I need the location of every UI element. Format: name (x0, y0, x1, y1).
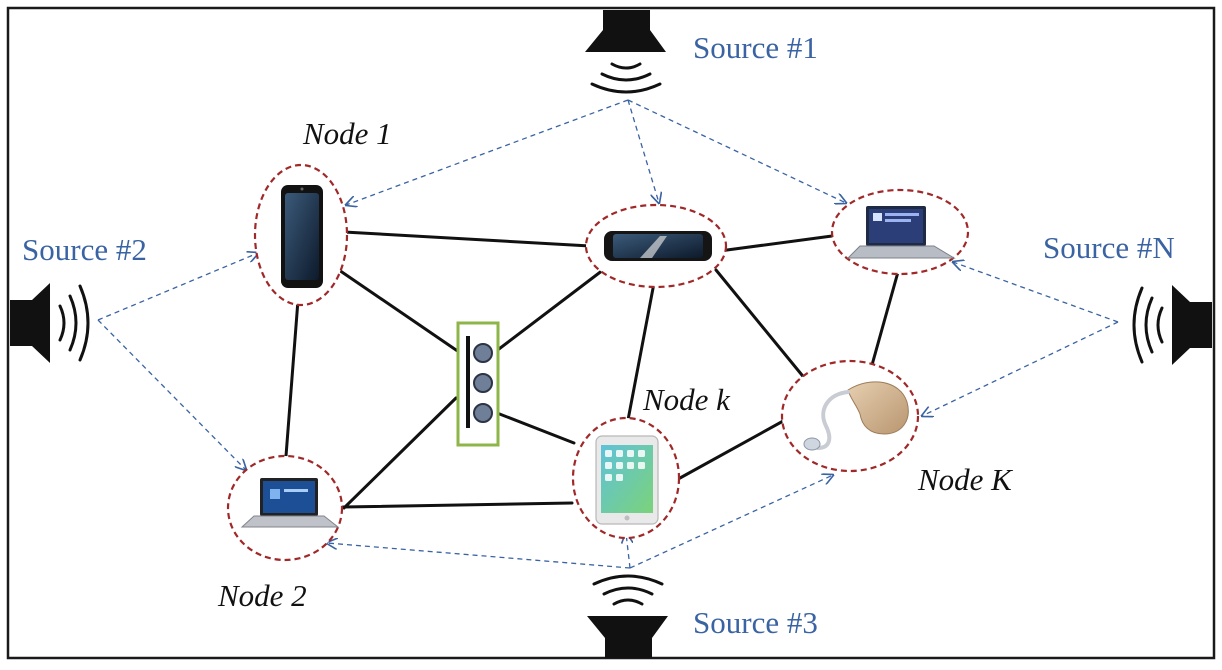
source-N-suffix: N (1152, 230, 1174, 265)
link-node2-nodek (341, 501, 574, 509)
source-N-prefix: S (1043, 230, 1060, 265)
node-K-label: Node K (917, 462, 1014, 497)
link-node-right-nodeK (870, 270, 900, 367)
link-array-nodek (495, 411, 576, 445)
laptop-icon (240, 478, 340, 528)
room-boundary (6, 6, 1216, 660)
hearing-aid-icon (803, 381, 909, 451)
microphone-array-icon (456, 321, 500, 447)
source-1-label: Source #1 (693, 30, 818, 65)
smartphone-icon (281, 185, 323, 288)
path-source3-node2 (327, 543, 631, 569)
source-2-label: Source #2 (22, 232, 147, 267)
microphone-element (473, 373, 493, 393)
microphone-element (473, 343, 493, 363)
link-node-top-nodek (626, 281, 656, 422)
path-source2-node1 (97, 253, 258, 321)
path-source1-node-right (627, 99, 846, 203)
source-2-prefix: S (22, 232, 39, 267)
link-node1-node-top (342, 230, 592, 248)
path-source1-node-top (627, 99, 659, 203)
node-2-label: Node 2 (217, 578, 307, 613)
source-1-prefix: S (693, 30, 710, 65)
path-sourceN-node-right (953, 262, 1119, 323)
network-links (284, 230, 900, 510)
link-array-node2 (342, 396, 458, 510)
speaker-pointing-up-icon (587, 574, 668, 658)
link-node1-node2 (284, 298, 300, 458)
link-node-top-nodeK (714, 268, 808, 382)
link-node1-array (334, 266, 461, 354)
acoustic-paths (97, 99, 1119, 569)
link-nodek-nodeK (678, 418, 787, 480)
path-source3-nodek (626, 533, 630, 569)
source-3-label: Source #3 (693, 605, 818, 640)
speaker-pointing-right-icon (10, 283, 90, 363)
microphone-element (473, 403, 493, 423)
node-1-label: Node 1 (302, 116, 392, 151)
path-sourceN-nodeK (922, 321, 1119, 416)
tablet-icon (595, 435, 659, 525)
source-3-rest: ource #3 (710, 605, 818, 640)
source-N-rest: ource # (1060, 230, 1152, 265)
path-source2-node2 (97, 319, 246, 470)
source-2-rest: ource #2 (39, 232, 147, 267)
speaker-pointing-down-icon (585, 10, 666, 94)
link-node-top-node-right (725, 234, 834, 252)
source-1-rest: ource #1 (710, 30, 818, 65)
laptop-icon (846, 206, 956, 259)
source-N-label: Source #N (1043, 230, 1175, 265)
speaker-pointing-left-icon (1132, 285, 1212, 365)
path-source3-nodeK (629, 475, 833, 569)
smartphone-landscape-icon (604, 231, 712, 261)
link-node-top-array (493, 268, 605, 354)
node-k-label: Node k (642, 382, 731, 417)
source-3-prefix: S (693, 605, 710, 640)
